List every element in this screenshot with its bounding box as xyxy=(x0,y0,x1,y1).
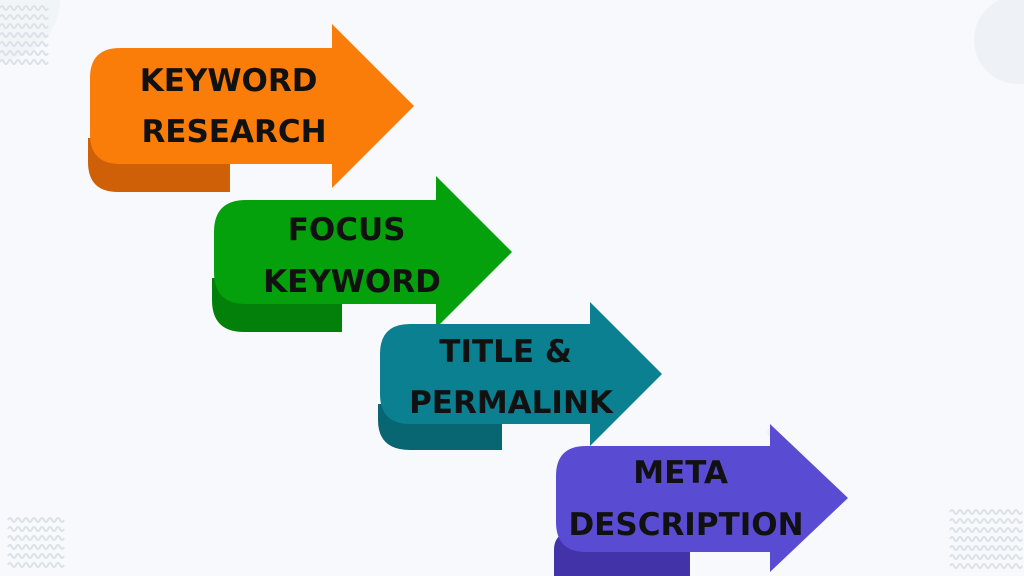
wave-line-decor xyxy=(7,562,65,568)
wave-pattern-decor xyxy=(949,509,1023,569)
arrow-body xyxy=(90,24,414,188)
wave-line-decor xyxy=(0,23,49,29)
wave-line-decor xyxy=(0,5,49,11)
arrow-body xyxy=(556,424,848,572)
wave-line-decor xyxy=(7,544,65,550)
wave-line-decor xyxy=(949,509,1023,515)
step-label-line-2: RESEARCH xyxy=(141,114,326,150)
step-title-permalink: TITLE & PERMALINK xyxy=(378,302,662,450)
wave-line-decor xyxy=(949,518,1023,524)
wave-line-decor xyxy=(949,563,1023,569)
svg-text:FOCUS KEYWORD: FOCUS KEYWORD xyxy=(263,212,441,300)
step-keyword-research: KEYWORD RESEARCH xyxy=(88,24,414,192)
step-label-line-1: TITLE & xyxy=(439,334,572,370)
wave-line-decor xyxy=(0,41,49,47)
wave-line-decor xyxy=(7,535,65,541)
step-label-line-2: DESCRIPTION xyxy=(568,507,803,543)
wave-line-decor xyxy=(7,517,65,523)
wave-line-decor xyxy=(0,50,49,56)
wave-pattern-decor xyxy=(7,517,65,568)
wave-line-decor xyxy=(949,545,1023,551)
step-label-line-1: META xyxy=(633,455,728,491)
step-meta-description: META DESCRIPTION xyxy=(554,424,848,576)
wave-line-decor xyxy=(7,553,65,559)
svg-text:META DESCRIPTION: META DESCRIPTION xyxy=(568,455,803,543)
arrow-body xyxy=(380,302,662,446)
step-focus-keyword: FOCUS KEYWORD xyxy=(212,176,512,332)
wave-line-decor xyxy=(949,527,1023,533)
step-label-line-1: KEYWORD xyxy=(140,63,318,99)
step-label-line-1: FOCUS xyxy=(288,212,406,248)
wave-pattern-decor xyxy=(0,5,49,65)
wave-line-decor xyxy=(0,32,49,38)
svg-text:KEYWORD RESEARCH: KEYWORD RESEARCH xyxy=(140,63,329,150)
arrow-body xyxy=(214,176,512,328)
corner-circle-decor xyxy=(974,0,1024,84)
step-label-line-2: PERMALINK xyxy=(409,385,614,421)
wave-line-decor xyxy=(7,526,65,532)
wave-line-decor xyxy=(0,14,49,20)
step-label-line-2: KEYWORD xyxy=(263,264,441,300)
wave-line-decor xyxy=(949,554,1023,560)
wave-line-decor xyxy=(949,536,1023,542)
wave-line-decor xyxy=(0,59,49,65)
svg-text:TITLE & PERMALINK: TITLE & PERMALINK xyxy=(409,334,614,421)
